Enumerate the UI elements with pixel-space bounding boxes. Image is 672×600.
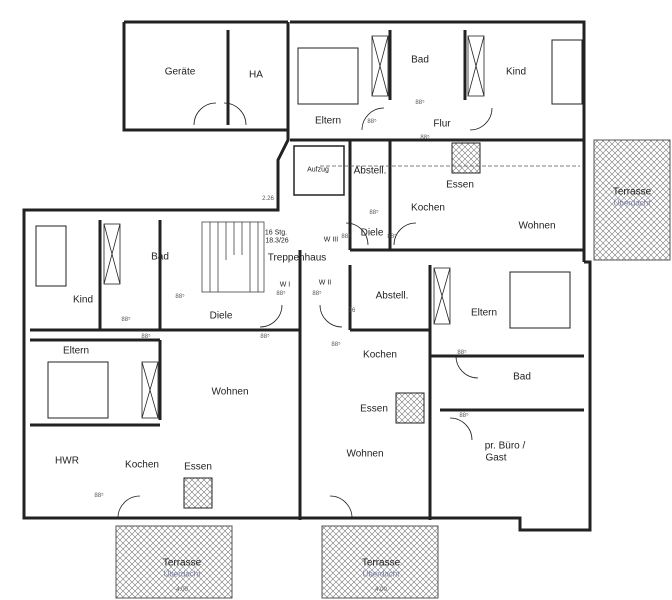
door-dim: 88⁵ — [276, 291, 286, 297]
terrace-east — [593, 139, 671, 261]
room-label-hwr: HWR — [55, 455, 79, 467]
room-label-flur: Flur — [433, 118, 451, 130]
door-dim: 88⁵ — [369, 210, 379, 216]
room-label-kochen-ne: Kochen — [411, 202, 445, 214]
door-dim: 88⁵ — [367, 119, 377, 125]
room-label-diele-ne: Diele — [360, 227, 384, 239]
room-label-kind-top: Kind — [505, 66, 527, 78]
room-label-aufzug: Aufzug — [307, 166, 329, 174]
terrace-se-width: 4.00 — [375, 587, 387, 593]
door-dim: 88⁵ — [312, 291, 322, 297]
room-label-eltern-w: Eltern — [62, 345, 90, 357]
terrace-sw-label: Terrasse — [162, 557, 202, 569]
room-label-essen-se: Essen — [360, 403, 388, 415]
room-label-abstell-top: Abstell. — [353, 165, 387, 177]
door-dim: 88⁵ — [141, 334, 151, 340]
terrace-se-note: Überdacht — [362, 569, 400, 579]
room-label-essen-sw: Essen — [184, 461, 212, 473]
room-label-kind-w: Kind — [72, 294, 94, 306]
room-label-wohnen-sw: Wohnen — [211, 386, 249, 398]
elevator-door-dim: 2.26 — [262, 196, 274, 202]
room-label-diele-w: Diele — [209, 310, 233, 322]
stairs-steps: 16 Stg. — [264, 229, 288, 237]
staircase — [201, 221, 265, 293]
terrace-southwest — [115, 525, 233, 599]
terrace-east-note: Überdacht — [613, 198, 651, 208]
terrace-se-label: Terrasse — [361, 557, 401, 569]
door-dim: 88⁵ — [387, 234, 397, 240]
apartment-label-w1: W I — [279, 281, 291, 289]
room-label-eltern-top: Eltern — [314, 115, 342, 127]
room-label-abstell-se: Abstell. — [375, 290, 409, 302]
door-dim: 88⁵ — [341, 234, 351, 240]
terrace-sw-note: Überdacht — [163, 569, 201, 579]
room-label-essen-ne: Essen — [446, 179, 474, 191]
door-dim-small: 76 — [348, 308, 356, 314]
room-label-bad-top: Bad — [411, 54, 429, 66]
room-label-kochen-sw: Kochen — [125, 459, 159, 471]
room-label-bad-se: Bad — [513, 371, 531, 383]
room-label-eltern-se: Eltern — [470, 307, 498, 319]
room-label-kochen-se: Kochen — [363, 349, 397, 361]
door-dim: 88⁵ — [459, 413, 469, 419]
stairs-ratio: 18.3/26 — [265, 237, 289, 245]
room-label-bad-w: Bad — [151, 251, 169, 263]
room-label-wohnen-ne: Wohnen — [518, 220, 556, 232]
terrace-southeast — [321, 525, 439, 599]
door-dim: 88⁵ — [457, 350, 467, 356]
door-dim: 88⁵ — [121, 317, 131, 323]
room-label-ha: HA — [249, 69, 263, 81]
terrace-sw-width: 4.00 — [176, 587, 188, 593]
door-dim: 88⁵ — [175, 294, 185, 300]
room-label-wohnen-se: Wohnen — [346, 448, 384, 460]
room-label-gast: Gast — [485, 452, 507, 464]
room-label-treppenhaus: Treppenhaus — [267, 252, 327, 264]
door-dim: 88⁵ — [331, 342, 341, 348]
apartment-label-w2: W II — [318, 279, 332, 287]
door-dim: 88⁵ — [415, 100, 425, 106]
door-dim: 88⁵ — [420, 135, 430, 141]
door-dim: 88⁵ — [260, 334, 270, 340]
door-dim: 88⁵ — [94, 493, 104, 499]
apartment-label-w3: W III — [323, 236, 339, 244]
room-label-buero: pr. Büro / — [484, 440, 526, 452]
room-label-geraete: Geräte — [164, 66, 196, 78]
terrace-east-label: Terrasse — [612, 186, 652, 198]
